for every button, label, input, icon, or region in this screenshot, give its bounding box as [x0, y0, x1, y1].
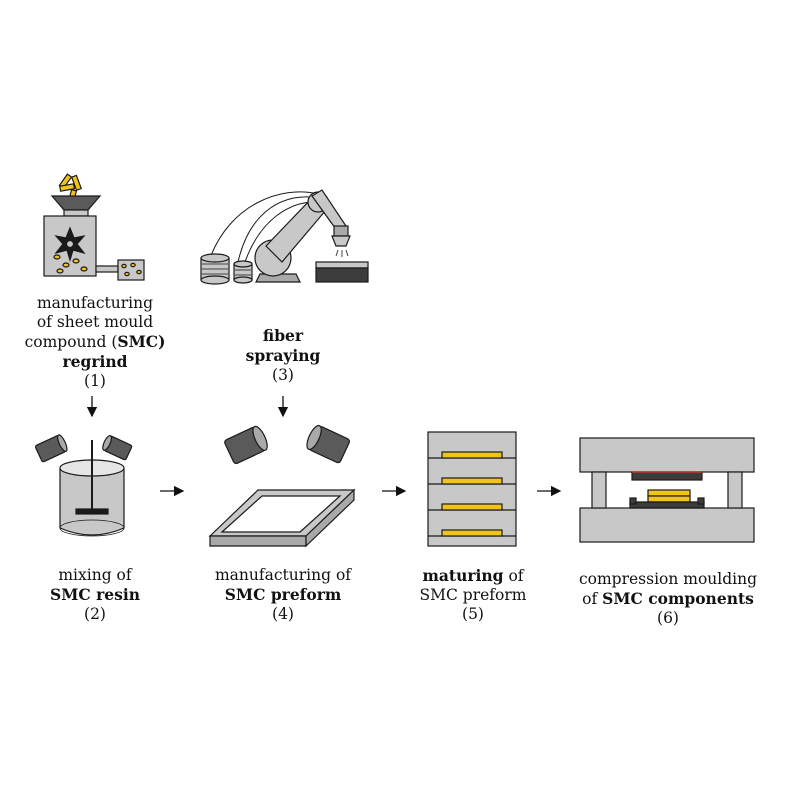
caption-line: fiber	[198, 326, 368, 346]
caption-text: (5)	[462, 605, 484, 623]
caption-bold-text: SMC)	[117, 332, 166, 351]
caption-line: (6)	[568, 609, 768, 628]
caption-text: of	[503, 567, 524, 585]
caption-line: SMC preform	[198, 585, 368, 605]
caption-line: (2)	[10, 605, 180, 624]
caption-text: compression moulding	[578, 570, 758, 588]
caption-text: (2)	[84, 605, 106, 623]
caption-bold-text: maturing	[422, 566, 504, 585]
press-icon	[579, 437, 755, 543]
caption-line: manufacturing	[10, 294, 180, 313]
caption-text: of	[582, 590, 603, 608]
caption-line: maturing of	[388, 566, 558, 586]
preform-frame-icon	[208, 424, 356, 548]
caption-line: SMC preform	[388, 586, 558, 605]
caption-line: spraying	[198, 346, 368, 366]
caption-text: (6)	[657, 609, 679, 627]
grinder-icon	[43, 173, 145, 281]
maturing-rack-icon	[427, 431, 517, 547]
caption-line: SMC resin	[10, 585, 180, 605]
caption-line: compression moulding	[568, 570, 768, 589]
caption-text: (3)	[272, 366, 294, 384]
caption-line: (5)	[388, 605, 558, 624]
caption-line: (4)	[198, 605, 368, 624]
caption-bold-text: regrind	[62, 352, 128, 371]
caption-bold-text: fiber	[262, 326, 304, 345]
caption-bold-text: SMC components	[602, 589, 754, 608]
robot-arm-icon	[200, 189, 369, 285]
caption-text: mixing of	[58, 566, 132, 584]
caption-line: of sheet mould	[10, 313, 180, 332]
caption-text: (1)	[84, 372, 106, 390]
caption-bold-text: SMC preform	[224, 585, 342, 604]
caption-line: regrind	[10, 352, 180, 372]
mixing-tank-icon	[34, 434, 133, 537]
caption-line: (1)	[10, 372, 180, 391]
caption-line: compound (SMC)	[10, 332, 180, 352]
caption-text: (4)	[272, 605, 294, 623]
caption-text: SMC preform	[419, 586, 527, 604]
caption-line: of SMC components	[568, 589, 768, 609]
flow-arrows	[86, 396, 562, 497]
caption-text: compound (	[24, 333, 118, 351]
caption-bold-text: spraying	[245, 346, 321, 365]
caption-line: (3)	[198, 366, 368, 385]
caption-text: manufacturing of	[214, 566, 352, 584]
caption-text: manufacturing	[36, 294, 154, 312]
caption-text: of sheet mould	[36, 313, 154, 331]
caption-bold-text: SMC resin	[50, 585, 140, 604]
caption-line: manufacturing of	[198, 566, 368, 585]
caption-line: mixing of	[10, 566, 180, 585]
